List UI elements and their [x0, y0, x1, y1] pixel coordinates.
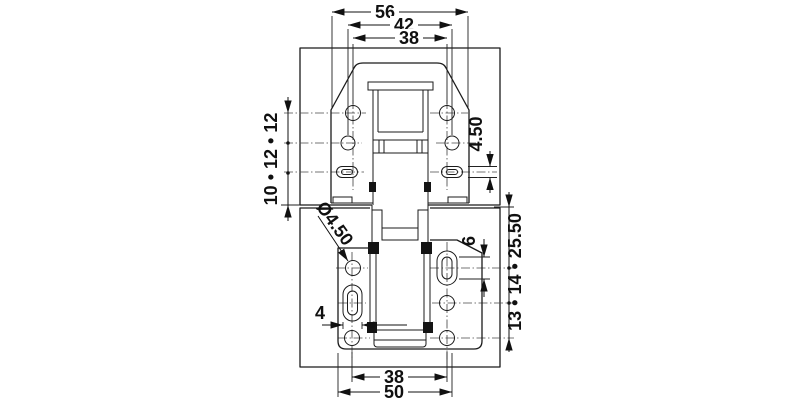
- dimension-left-chain: 10 • 12 • 12: [261, 97, 292, 221]
- door-plate-hole: [340, 135, 356, 151]
- door-plate-slot: [336, 166, 358, 178]
- frame-plate-hole: [344, 330, 360, 346]
- hinge-cup: [373, 329, 427, 348]
- dimension-6: 6: [459, 236, 488, 297]
- dim-label-38-top: 38: [399, 28, 419, 48]
- frame-panel: [299, 207, 501, 368]
- dimension-bottom-50: 50: [338, 382, 452, 400]
- door-plate-hole: [439, 105, 455, 121]
- dimension-4-50: 4.50: [466, 116, 494, 193]
- dim-label-50: 50: [384, 382, 404, 400]
- frame-plate-hole: [345, 260, 361, 276]
- dim-label-38-bottom: 38: [384, 367, 404, 387]
- pivot-pin: [368, 242, 379, 254]
- dim-label-4: 4: [315, 303, 325, 323]
- door-plate-hole: [444, 135, 460, 151]
- door-panel: [299, 47, 501, 206]
- door-plate-hole: [345, 105, 361, 121]
- pivot-pin: [423, 322, 433, 333]
- dimension-bottom-38: 38: [352, 367, 447, 387]
- leader-hole-diameter: Ø4.50: [312, 198, 357, 262]
- dimension-top-38: 38: [353, 28, 447, 48]
- centerlines: [284, 100, 514, 360]
- dimension-top-56: 56: [332, 2, 468, 22]
- pivot-pin: [369, 182, 376, 192]
- dim-label-left-chain: 10 • 12 • 12: [261, 113, 281, 206]
- frame-plate-slot: [436, 250, 458, 286]
- frame-plate-hole: [439, 330, 455, 346]
- frame-plate-slot: [342, 284, 363, 322]
- frame-plate: [337, 239, 483, 350]
- door-plate: [330, 62, 470, 204]
- dim-label-right-chain: 13 • 14 • 25.50: [505, 213, 525, 331]
- dim-label-4-50: 4.50: [466, 116, 486, 151]
- pivot-pin: [367, 322, 377, 333]
- dim-label-6: 6: [459, 236, 479, 246]
- dimension-right-chain: 13 • 14 • 25.50: [505, 192, 525, 352]
- door-plate-slot: [441, 166, 463, 178]
- hinge-arm: [367, 81, 434, 348]
- pivot-pin: [424, 182, 431, 192]
- frame-plate-hole: [439, 295, 455, 311]
- extension-lines: [281, 16, 514, 397]
- pivot-pin: [421, 242, 432, 254]
- dimension-4: 4: [315, 303, 407, 329]
